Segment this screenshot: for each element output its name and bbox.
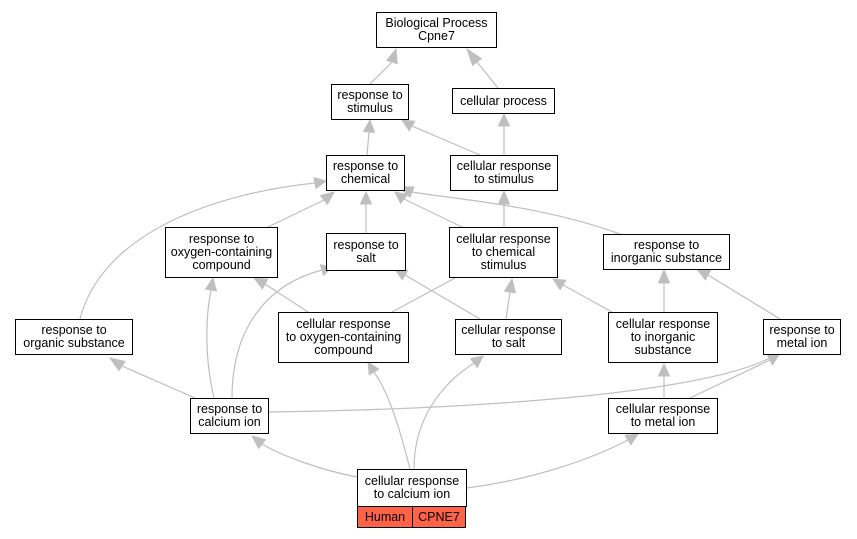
node-label: cellular response to inorganic substance [615,317,711,357]
node-response-to-organic-substance[interactable]: response to organic substance [15,319,133,355]
edge-cellsalt-to-salt [404,274,481,320]
arrowhead-icon [766,354,779,366]
node-label: cellular response to chemical stimulus [456,232,551,272]
node-label: cellular response to salt [461,323,556,350]
node-response-to-calcium-ion[interactable]: response to calcium ion [190,398,269,434]
arrowhead-icon [204,276,218,292]
node-label: response to organic substance [23,323,125,350]
edge-organic-to-chemical [79,182,316,320]
node-cellular-response-to-stimulus[interactable]: cellular response to stimulus [450,155,558,191]
annotation-tags: Human CPNE7 [357,506,467,528]
arrowhead-icon [385,47,398,65]
node-label: Biological Process Cpne7 [385,16,488,43]
edge-cellprocess-to-root [476,61,499,89]
arrowhead-icon [497,189,511,205]
edge-cellcalcium-to-cellsalt [413,362,475,470]
edge-cellmetal-to-metal [689,359,771,399]
arrowhead-icon [400,119,416,132]
edge-calcium-to-oxygen [206,289,215,399]
node-cellular-response-to-inorganic-substance[interactable]: cellular response to inorganic substance [608,312,718,363]
arrowhead-icon [466,47,483,67]
arrowhead-icon [394,191,409,205]
edge-calcium-to-metal [268,357,771,413]
arrowhead-icon [359,190,373,205]
edge-cellinorg-to-cellchem [562,284,613,313]
edge-calcium-to-organic [121,365,196,399]
node-label: response to chemical [332,159,399,186]
node-response-to-metal-ion[interactable]: response to metal ion [763,319,841,355]
node-label: cellular response to oxygen-containing c… [285,317,402,357]
node-response-to-oxygen-containing-compound[interactable]: response to oxygen-containing compound [165,227,278,278]
edge-calcium-to-salt [231,269,323,399]
species-tag: Human [357,506,413,528]
arrowhead-icon [695,268,712,281]
edge-cellstimulus-to-stimulus [411,125,481,156]
edge-cellcalcium-to-calcium [261,443,358,478]
node-cellular-response-to-salt[interactable]: cellular response to salt [455,319,562,355]
edge-cellcalcium-to-cellmetal [466,439,629,489]
node-cellular-response-to-metal-ion[interactable]: cellular response to metal ion [608,398,718,434]
arrowhead-icon [624,433,640,446]
node-response-to-inorganic-substance[interactable]: response to inorganic substance [603,234,730,270]
node-cellular-response-to-chemical-stimulus[interactable]: cellular response to chemical stimulus [449,227,558,278]
node-cellular-response-to-oxygen-containing-compound[interactable]: cellular response to oxygen-containing c… [278,312,409,363]
node-label: response to salt [333,238,399,265]
edge-celloxy-to-oxygen [264,283,309,313]
node-label: response to calcium ion [196,402,263,429]
node-response-to-stimulus[interactable]: response to stimulus [331,84,409,120]
arrowhead-icon [313,176,328,190]
edge-oxygen-to-chemical [267,199,325,228]
arrowhead-icon [497,112,511,127]
edge-cellcalcium-to-celloxy [373,371,411,470]
node-response-to-chemical[interactable]: response to chemical [326,155,405,191]
node-cellular-process[interactable]: cellular process [452,88,555,114]
edge-cellchem-to-chemical [403,198,463,228]
node-label: response to stimulus [337,88,403,115]
node-label: cellular response to metal ion [615,402,711,429]
arrowhead-icon [657,362,671,377]
edge-metal-to-inorganic [707,274,781,320]
node-response-to-salt[interactable]: response to salt [326,233,406,271]
edge-celloxy-to-cellchem [391,277,456,313]
edge-chemical-to-stimulus [366,131,370,156]
arrowhead-icon [367,360,380,376]
arrowhead-icon [657,268,671,284]
arrowhead-icon [319,191,335,206]
arrowhead-icon [251,435,267,450]
node-cellular-response-to-calcium-ion[interactable]: cellular response to calcium ion [357,469,467,507]
gene-tag: CPNE7 [412,506,466,528]
node-label: response to oxygen-containing compound [170,232,273,272]
node-label: cellular process [460,93,547,108]
arrowhead-icon [551,278,567,291]
arrowhead-icon [252,277,269,290]
edge-stimulus-to-root [369,61,393,85]
arrowhead-icon [503,277,517,294]
node-biological-process-root[interactable]: Biological Process Cpne7 [376,12,497,48]
node-label: cellular response to calcium ion [364,474,460,501]
arrowhead-icon [108,357,126,372]
node-label: response to metal ion [769,323,835,350]
node-label: cellular response to stimulus [456,159,552,186]
arrowhead-icon [362,118,376,134]
arrowhead-icon [469,355,484,369]
node-label: response to inorganic substance [610,238,723,265]
edge-cellsalt-to-cellchem [505,291,511,320]
